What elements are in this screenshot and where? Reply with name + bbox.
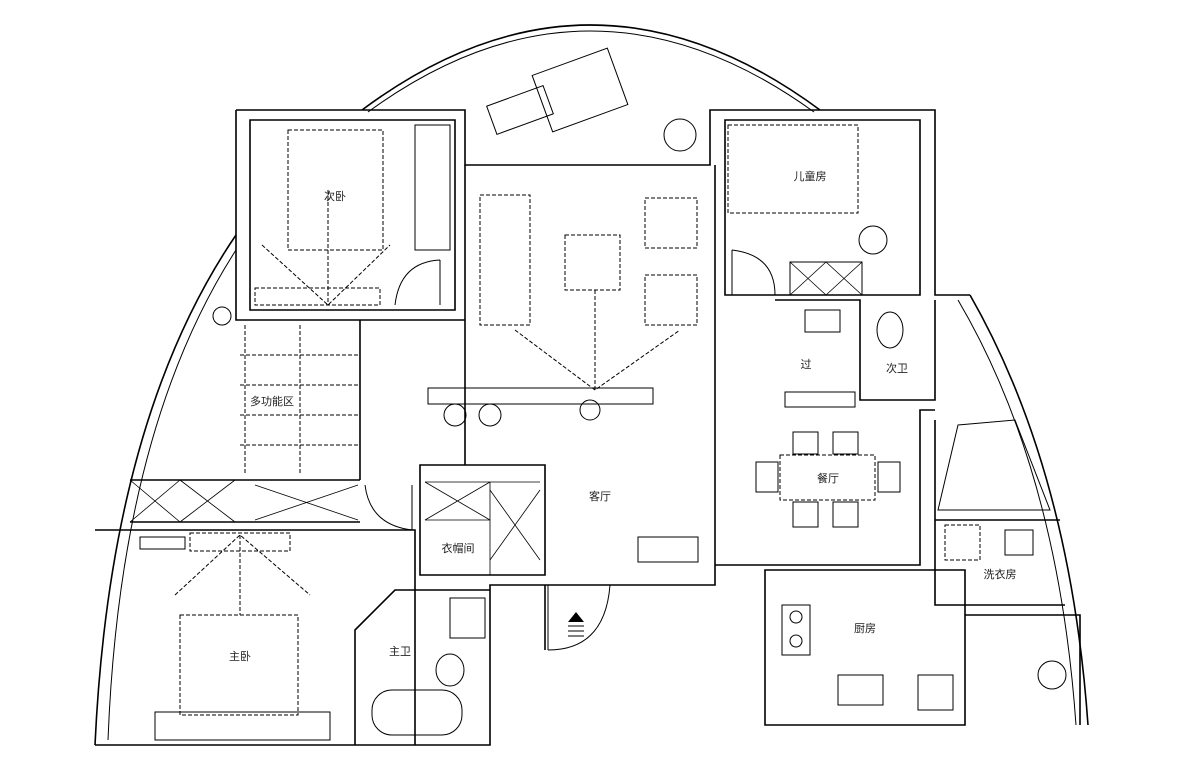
sink-icon [804,309,841,333]
potted-plant-icon [663,118,697,152]
room-label-kids-room: 儿童房 [794,169,827,183]
master-bedroom: 主卧 [139,532,331,741]
room-label-dining-room: 餐厅 [817,471,839,485]
room-label-master-bath: 主卫 [389,645,411,658]
room-label-living-room: 客厅 [589,489,611,503]
room-label-corridor: 过 [801,358,812,371]
potted-plant-icon [212,306,232,326]
room-label-closet: 衣帽间 [442,541,475,555]
outer-wall-right-arc [957,294,1089,726]
outer-wall-left-arc [94,234,237,746]
walls [95,109,1081,746]
room-label-multi-function: 多功能区 [250,394,294,408]
storage-wedge [937,419,1051,511]
entrance-door[interactable] [547,584,611,651]
room-label-secondary-bath: 次卫 [886,361,908,375]
closet: 衣帽间 [424,481,541,575]
room-label-master-bedroom: 主卧 [229,650,251,663]
multi-function-area: 多功能区 [129,325,360,523]
room-label-kitchen: 厨房 [854,622,876,635]
room-label-laundry: 洗衣房 [984,567,1017,581]
toilet-icon [876,311,904,349]
master-bath: 主卫 [371,597,486,736]
room-label-secondary-bedroom: 次卧 [324,189,346,203]
balcony-arc [361,24,821,113]
living-room: 客厅 [427,194,699,563]
dining-room: 餐厅 [755,431,901,528]
kids-room: 儿童房 [727,124,888,296]
potted-plant-icon [1037,660,1067,690]
kitchen: 厨房 [781,604,954,711]
laundry: 洗衣房 [944,524,1034,581]
entrance-arrow-icon [568,612,584,622]
lounge-chair [486,47,629,135]
secondary-bedroom: 次卧 [254,124,451,306]
closet-door[interactable] [364,484,413,531]
